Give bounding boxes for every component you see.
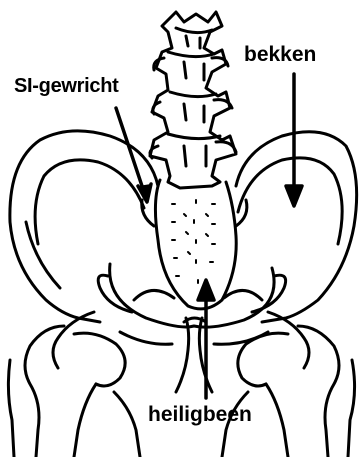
lumbar-spine: [150, 12, 236, 188]
sacrum: [155, 180, 236, 309]
si-joint-label: SI-gewricht: [14, 76, 119, 96]
arrow-pelvis: [286, 74, 302, 206]
left-ilium: [10, 131, 158, 322]
right-femur: [222, 312, 355, 457]
pelvis-label: bekken: [244, 44, 316, 65]
sacrum-label: heiligbeen: [148, 404, 252, 425]
